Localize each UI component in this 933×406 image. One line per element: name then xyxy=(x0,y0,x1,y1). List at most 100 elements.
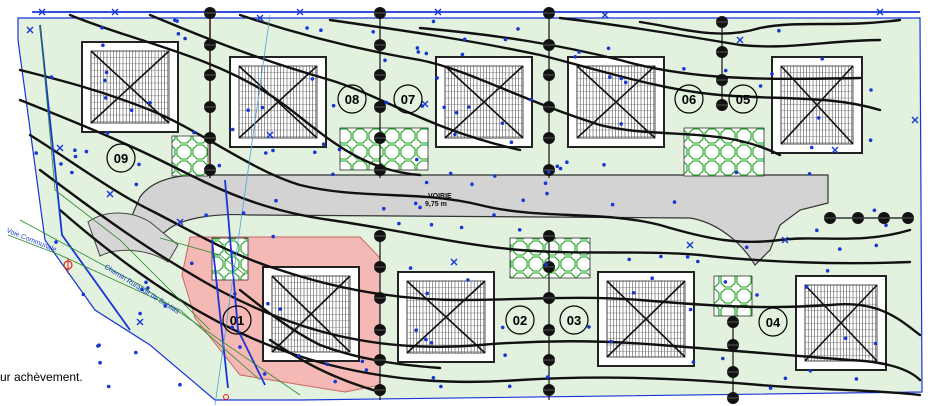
survey-point xyxy=(466,278,470,282)
survey-point xyxy=(744,245,749,250)
survey-point xyxy=(384,100,389,105)
survey-point xyxy=(278,307,283,311)
lot-number-04: 04 xyxy=(766,315,781,330)
survey-point xyxy=(843,336,848,341)
survey-point xyxy=(565,160,569,164)
house-footprint xyxy=(262,266,360,362)
survey-point xyxy=(101,43,105,48)
survey-point xyxy=(144,280,148,285)
survey-point xyxy=(49,75,54,79)
survey-point xyxy=(755,293,759,297)
survey-point xyxy=(331,172,335,177)
survey-point xyxy=(424,180,429,185)
survey-point xyxy=(415,157,419,162)
survey-point xyxy=(383,58,387,63)
survey-point xyxy=(868,138,873,142)
survey-cross xyxy=(266,131,274,139)
survey-point xyxy=(884,223,888,228)
house-footprint xyxy=(597,271,695,367)
survey-cross xyxy=(736,36,744,44)
survey-point xyxy=(266,301,270,306)
survey-point xyxy=(606,46,611,51)
lot-number-06: 06 xyxy=(682,92,696,107)
lot-label-09: 09 xyxy=(106,143,136,173)
survey-point xyxy=(529,97,533,102)
survey-cross xyxy=(911,116,919,124)
lot-label-02: 02 xyxy=(505,305,535,335)
survey-point xyxy=(414,328,419,333)
survey-point xyxy=(507,384,512,389)
survey-point xyxy=(431,376,436,380)
survey-point xyxy=(241,211,246,215)
lot-number-09: 09 xyxy=(114,151,128,166)
lot-label-01: 01 xyxy=(222,305,252,335)
survey-point xyxy=(264,151,268,155)
survey-point xyxy=(230,127,235,132)
survey-point xyxy=(874,243,879,248)
survey-point xyxy=(691,360,696,364)
survey-point xyxy=(627,257,631,262)
survey-point xyxy=(431,19,436,24)
lot-label-08: 08 xyxy=(337,84,367,114)
survey-point xyxy=(104,96,108,100)
survey-point xyxy=(100,26,104,30)
survey-point xyxy=(313,150,317,155)
survey-point xyxy=(271,234,276,239)
survey-point xyxy=(137,162,141,167)
survey-point xyxy=(555,164,560,169)
survey-point xyxy=(543,181,548,185)
survey-cross xyxy=(136,318,144,326)
survey-cross xyxy=(421,100,429,108)
survey-points xyxy=(26,8,919,390)
survey-point xyxy=(442,105,447,110)
contour-lines xyxy=(18,13,922,397)
survey-point xyxy=(619,122,623,126)
survey-point xyxy=(246,108,250,112)
survey-point xyxy=(783,376,788,381)
survey-point xyxy=(838,247,842,251)
lot-label-07: 07 xyxy=(393,84,423,114)
survey-nodes xyxy=(204,7,914,404)
survey-point xyxy=(577,50,581,54)
survey-point xyxy=(190,261,194,266)
survey-point xyxy=(204,213,208,217)
survey-point xyxy=(70,170,74,175)
survey-point xyxy=(96,344,100,348)
survey-point xyxy=(175,19,179,23)
house-footprint xyxy=(229,56,327,148)
survey-cross xyxy=(781,236,789,244)
survey-point xyxy=(73,148,77,152)
survey-point xyxy=(418,205,422,210)
survey-point xyxy=(262,372,267,376)
survey-point xyxy=(610,202,615,207)
survey-point xyxy=(34,151,38,155)
survey-point xyxy=(439,384,443,389)
survey-cross xyxy=(450,258,458,266)
survey-point xyxy=(260,105,265,110)
survey-point xyxy=(424,337,428,342)
survey-point xyxy=(631,291,636,295)
survey-point xyxy=(325,362,330,367)
survey-point xyxy=(517,228,522,232)
survey-point xyxy=(382,206,386,211)
survey-point xyxy=(429,222,434,227)
survey-point xyxy=(331,103,336,108)
survey-point xyxy=(54,240,58,244)
survey-point xyxy=(825,269,830,273)
survey-point xyxy=(129,108,134,113)
survey-point xyxy=(233,292,237,296)
survey-point xyxy=(271,148,275,153)
survey-cross xyxy=(434,8,442,16)
survey-cross xyxy=(111,8,119,16)
lot-number-01: 01 xyxy=(230,313,244,328)
survey-point xyxy=(98,360,102,365)
survey-point xyxy=(873,341,878,346)
survey-point xyxy=(321,142,326,146)
survey-point xyxy=(546,170,551,174)
survey-point xyxy=(758,84,763,88)
survey-cross xyxy=(256,14,264,22)
house-footprint xyxy=(795,275,887,371)
survey-cross xyxy=(876,8,884,16)
survey-cross xyxy=(56,144,64,152)
